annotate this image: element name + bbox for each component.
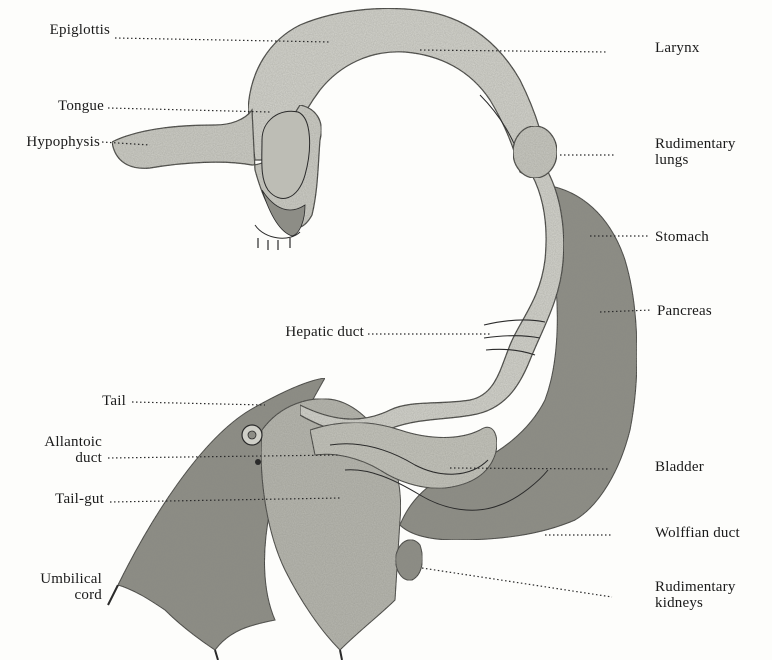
label-stomach: Stomach <box>655 229 765 245</box>
label-umbilical-cord: Umbilical cord <box>6 571 102 603</box>
label-bladder: Bladder <box>655 459 765 475</box>
rudimentary-kidneys-shape <box>396 540 423 580</box>
cord-tip-3 <box>340 650 342 660</box>
label-pancreas: Pancreas <box>657 303 767 319</box>
gut-tube-shape <box>300 172 564 434</box>
leader-tongue <box>108 108 270 112</box>
label-tail-gut: Tail-gut <box>6 491 104 507</box>
label-wolffian-duct: Wolffian duct <box>655 525 767 541</box>
label-allantoic-duct: Allantoic duct <box>6 434 102 466</box>
label-epiglottis: Epiglottis <box>8 22 110 38</box>
label-tongue: Tongue <box>8 98 104 114</box>
label-larynx: Larynx <box>655 40 765 56</box>
rudimentary-lungs-shape <box>513 126 557 178</box>
label-hepatic-duct: Hepatic duct <box>250 324 364 340</box>
allantoic-dot <box>255 459 261 465</box>
leader-tail <box>132 402 265 405</box>
label-rudimentary-lungs: Rudimentary lungs <box>655 136 765 168</box>
tail-inner-circle <box>248 431 256 439</box>
cord-tip-2 <box>215 650 218 660</box>
label-tail: Tail <box>30 393 126 409</box>
cord-tip-1 <box>108 585 118 605</box>
label-hypophysis: Hypophysis <box>2 134 100 150</box>
label-rudimentary-kidneys: Rudimentary kidneys <box>655 579 765 611</box>
mouth-teeth <box>258 238 290 250</box>
leader-kidneys <box>422 568 612 597</box>
